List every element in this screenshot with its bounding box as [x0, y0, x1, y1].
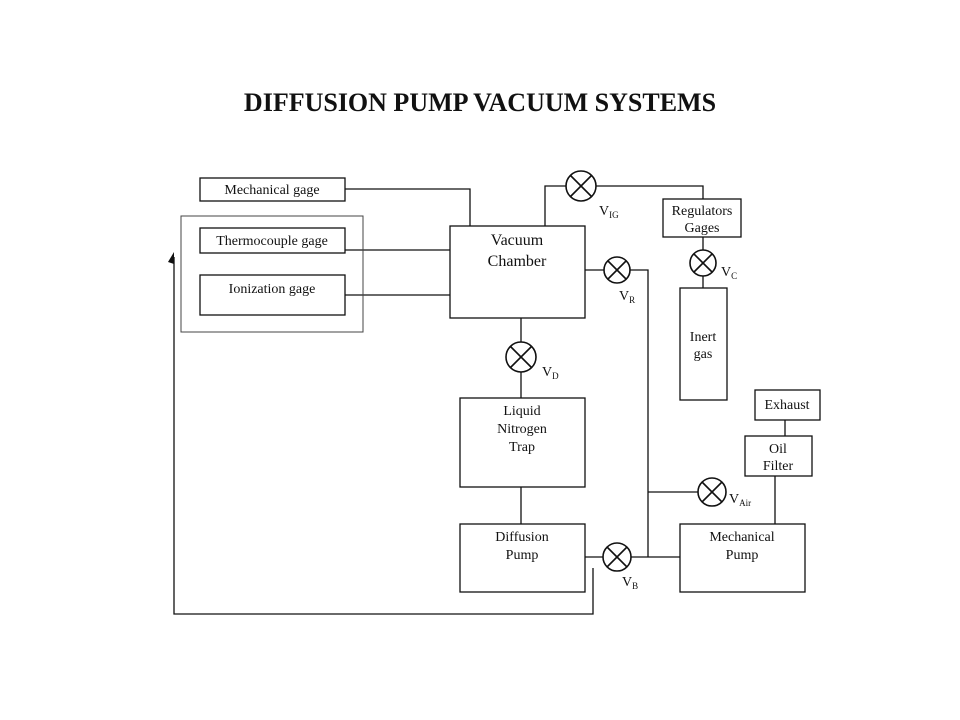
diagram-title: DIFFUSION PUMP VACUUM SYSTEMS	[243, 88, 717, 117]
diffusion-label: Diffusion	[495, 530, 548, 545]
oil-label: Oil	[769, 442, 787, 457]
regulators-gages-box: Regulators Gages	[662, 198, 742, 238]
liquid-nitrogen-trap-box: Liquid Nitrogen Trap	[459, 397, 586, 488]
valve-d-icon	[505, 341, 537, 373]
trap-label: Trap	[509, 440, 535, 455]
valve-air-label: VAir	[729, 492, 751, 508]
valve-d-label: VD	[542, 365, 559, 381]
valve-b-label: VB	[622, 575, 638, 591]
oil-filter-box: Oil Filter	[744, 435, 813, 477]
exhaust-box: Exhaust	[754, 389, 821, 421]
arrow-head-icon	[168, 252, 174, 264]
gages-label: Gages	[685, 221, 720, 236]
valve-air-icon	[697, 477, 727, 507]
valve-ig-icon	[565, 170, 597, 202]
regulators-label: Regulators	[672, 204, 733, 219]
valve-r-icon	[603, 256, 631, 284]
gage-group-frame	[180, 215, 364, 333]
line-vr-down	[630, 269, 649, 557]
valve-r-label: VR	[619, 289, 635, 305]
ionization-gage-box: Ionization gage	[199, 274, 346, 316]
mechanical-pump-label: Pump	[726, 548, 759, 563]
vacuum-chamber-label-line2: Chamber	[488, 253, 547, 270]
exhaust-label: Exhaust	[764, 398, 809, 413]
inert-label: Inert	[690, 330, 717, 345]
mechanical-label: Mechanical	[709, 530, 774, 545]
vacuum-chamber-label-line1: Vacuum	[491, 232, 544, 249]
nitrogen-label: Nitrogen	[497, 422, 547, 437]
gas-label: gas	[694, 347, 713, 362]
thermocouple-gage-label: Thermocouple gage	[216, 234, 328, 249]
inert-gas-box: Inert gas	[679, 287, 728, 401]
ionization-gage-label: Ionization gage	[229, 282, 316, 297]
valve-c-label: VC	[721, 265, 737, 281]
diffusion-pump-box: Diffusion Pump	[459, 523, 586, 593]
line-chamber-vig	[544, 185, 566, 226]
thermocouple-gage-box: Thermocouple gage	[199, 227, 346, 254]
liquid-label: Liquid	[503, 404, 540, 419]
vacuum-chamber-box: Vacuum Chamber	[449, 225, 586, 319]
line-vig-regulators	[596, 185, 704, 199]
valve-c-icon	[689, 249, 717, 277]
connections	[168, 185, 786, 615]
valve-ig-label: VIG	[599, 204, 619, 220]
line-return-loop	[173, 257, 594, 615]
mechanical-gage-box: Mechanical gage	[199, 177, 346, 202]
diffusion-pump-label: Pump	[506, 548, 539, 563]
valve-b-icon	[602, 542, 632, 572]
mechanical-gage-label: Mechanical gage	[224, 183, 319, 198]
filter-label: Filter	[763, 459, 794, 474]
line-mechanical-gage	[345, 188, 471, 226]
mechanical-pump-box: Mechanical Pump	[679, 523, 806, 593]
